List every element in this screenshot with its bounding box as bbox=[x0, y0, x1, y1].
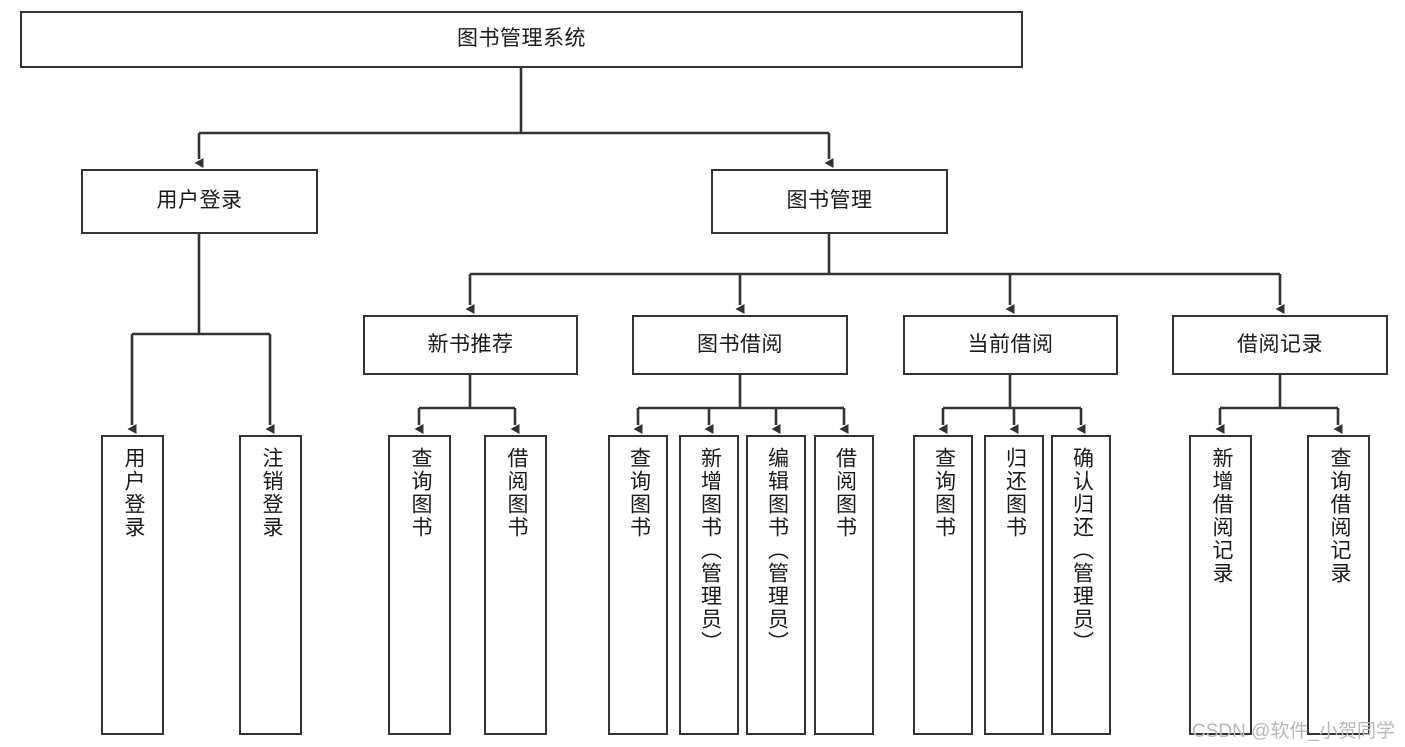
node-leaf-return-book: 归还图书 bbox=[984, 435, 1044, 735]
node-leaf-edit-book: 编辑图书（管理员） bbox=[746, 435, 806, 735]
node-label: 确认归还（管理员） bbox=[1070, 447, 1094, 654]
csdn-watermark: CSDN @软件_小贺同学 bbox=[1192, 721, 1395, 742]
node-label: 归还图书 bbox=[1003, 447, 1027, 539]
node-leaf-add-record: 新增借阅记录 bbox=[1189, 435, 1252, 735]
node-label: 查询图书 bbox=[932, 447, 956, 539]
node-user-login: 用户登录 bbox=[81, 169, 318, 234]
node-book-manage: 图书管理 bbox=[711, 169, 948, 234]
node-label: 查询借阅记录 bbox=[1327, 447, 1351, 585]
node-label: 注销登录 bbox=[259, 447, 283, 539]
node-label: 图书管理系统 bbox=[457, 27, 586, 51]
node-leaf-user-login: 用户登录 bbox=[101, 435, 164, 735]
node-label: 图书借阅 bbox=[697, 332, 783, 356]
node-leaf-query-book-rec: 查询图书 bbox=[388, 435, 451, 735]
node-label: 查询图书 bbox=[408, 447, 432, 539]
node-borrow-record: 借阅记录 bbox=[1172, 315, 1388, 375]
node-new-book-rec: 新书推荐 bbox=[363, 315, 578, 375]
node-label: 借阅图书 bbox=[504, 447, 528, 539]
node-leaf-borrow-book-rec: 借阅图书 bbox=[484, 435, 547, 735]
node-label: 编辑图书（管理员） bbox=[765, 447, 789, 654]
node-label: 用户登录 bbox=[121, 447, 145, 539]
node-leaf-confirm-return: 确认归还（管理员） bbox=[1051, 435, 1111, 735]
node-label: 当前借阅 bbox=[967, 332, 1054, 356]
node-label: 借阅记录 bbox=[1237, 332, 1323, 356]
node-leaf-query-book-br: 查询图书 bbox=[608, 435, 668, 735]
node-current-borrow: 当前借阅 bbox=[903, 315, 1118, 375]
node-label: 查询图书 bbox=[627, 447, 651, 539]
node-leaf-borrow-book-br: 借阅图书 bbox=[814, 435, 874, 735]
node-book-borrow: 图书借阅 bbox=[632, 315, 848, 375]
node-label: 新增借阅记录 bbox=[1209, 447, 1233, 585]
node-label: 图书管理 bbox=[786, 189, 873, 213]
node-leaf-query-book-cb: 查询图书 bbox=[913, 435, 973, 735]
node-label: 新书推荐 bbox=[427, 332, 514, 356]
node-leaf-user-logout: 注销登录 bbox=[239, 435, 302, 735]
node-label: 借阅图书 bbox=[833, 447, 857, 539]
node-leaf-add-book: 新增图书（管理员） bbox=[679, 435, 739, 735]
node-root: 图书管理系统 bbox=[20, 11, 1023, 68]
node-label: 用户登录 bbox=[156, 189, 243, 213]
node-label: 新增图书（管理员） bbox=[698, 447, 722, 654]
node-leaf-query-record: 查询借阅记录 bbox=[1307, 435, 1370, 735]
